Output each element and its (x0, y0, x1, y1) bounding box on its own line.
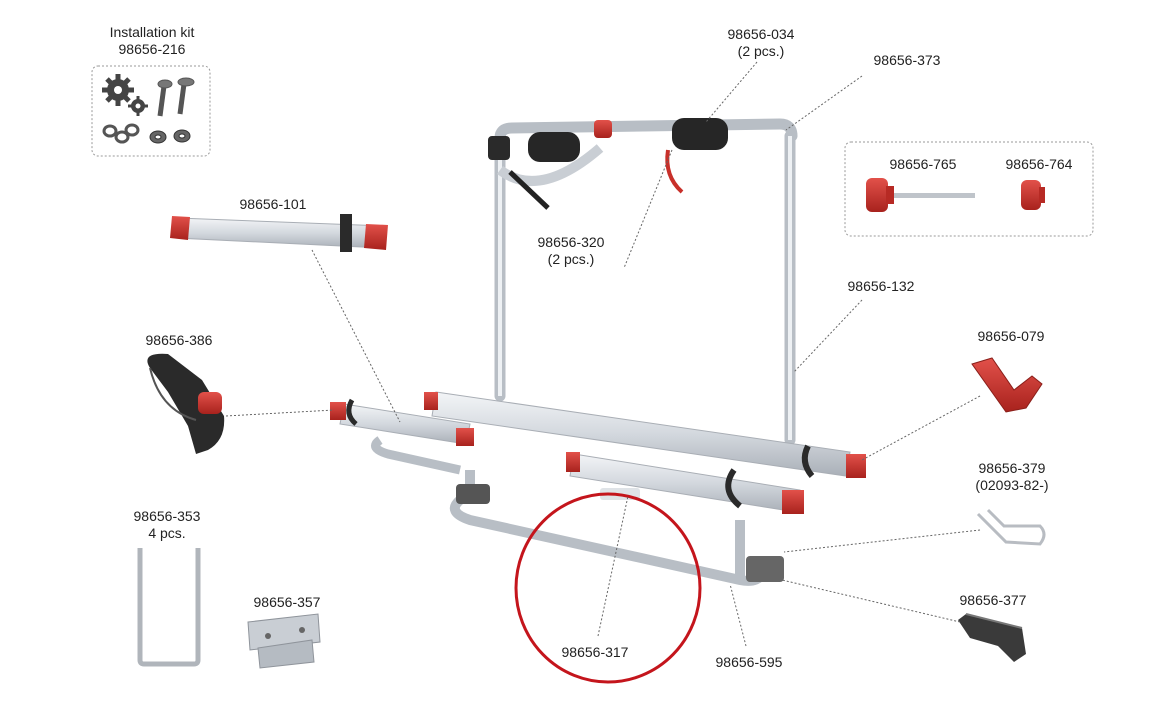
installation-kit-frame (91, 65, 211, 157)
nut-icon (149, 129, 191, 144)
tensioner-bracket-part (958, 613, 1026, 662)
part-label-98656-357: 98656-357 (242, 594, 332, 611)
part-label-98656-764: 98656-764 (994, 156, 1084, 173)
part-code: 98656-317 (561, 644, 629, 660)
part-code: 98656-765 (889, 156, 957, 172)
installation-kit-code: 98656-216 (118, 41, 186, 57)
part-code: 98656-373 (873, 52, 941, 68)
part-label-98656-377: 98656-377 (948, 592, 1038, 609)
part-code: 98656-595 (715, 654, 783, 670)
part-code: 98656-353 (133, 508, 201, 524)
part-code: 98656-764 (1005, 156, 1073, 172)
part-label-98656-079: 98656-079 (966, 328, 1056, 345)
highlight-circle (514, 492, 702, 684)
part-code: 98656-034 (727, 26, 795, 42)
part-code: 98656-357 (253, 594, 321, 610)
u-bolt-part (137, 548, 201, 667)
part-code: 98656-386 (145, 332, 213, 348)
screw-icon (157, 77, 195, 117)
part-label-98656-353: 98656-353 4 pcs. (122, 508, 212, 542)
part-code: 98656-377 (959, 592, 1027, 608)
part-code: 98656-101 (239, 196, 307, 212)
knob-short-part (1021, 180, 1045, 210)
part-qty: 4 pcs. (148, 525, 186, 541)
part-code: 98656-132 (847, 278, 915, 294)
part-label-98656-386: 98656-386 (134, 332, 224, 349)
part-label-98656-101: 98656-101 (228, 196, 318, 213)
part-qty: (2 pcs.) (737, 43, 785, 59)
part-label-98656-373: 98656-373 (862, 52, 952, 69)
wheel-holder-part (971, 357, 1043, 413)
installation-kit-label: Installation kit 98656-216 (100, 24, 204, 58)
chain-icon (102, 123, 140, 144)
part-label-98656-317: 98656-317 (550, 644, 640, 661)
wire-clip-part (976, 508, 1046, 546)
leader-lines (225, 61, 981, 647)
part-qty: (2 pcs.) (547, 251, 595, 267)
part-label-98656-320: 98656-320 (2 pcs.) (526, 234, 616, 268)
part-label-98656-595: 98656-595 (704, 654, 794, 671)
gear-icon (102, 74, 148, 116)
part-code: 98656-320 (537, 234, 605, 250)
bracket-plate-part (247, 613, 321, 669)
knob-set-frame (844, 141, 1094, 237)
part-label-98656-034: 98656-034 (2 pcs.) (716, 26, 806, 60)
installation-kit-title: Installation kit (109, 24, 195, 40)
part-label-98656-132: 98656-132 (836, 278, 926, 295)
part-code: 98656-379 (978, 460, 1046, 476)
rail-part (170, 214, 388, 252)
bike-rack-carrier (330, 118, 866, 586)
strap-part (147, 353, 225, 454)
knob-long-part (866, 178, 975, 212)
part-label-98656-765: 98656-765 (878, 156, 968, 173)
part-label-98656-379: 98656-379 (02093-82-) (962, 460, 1062, 494)
part-code: 98656-079 (977, 328, 1045, 344)
part-qty: (02093-82-) (975, 477, 1049, 493)
